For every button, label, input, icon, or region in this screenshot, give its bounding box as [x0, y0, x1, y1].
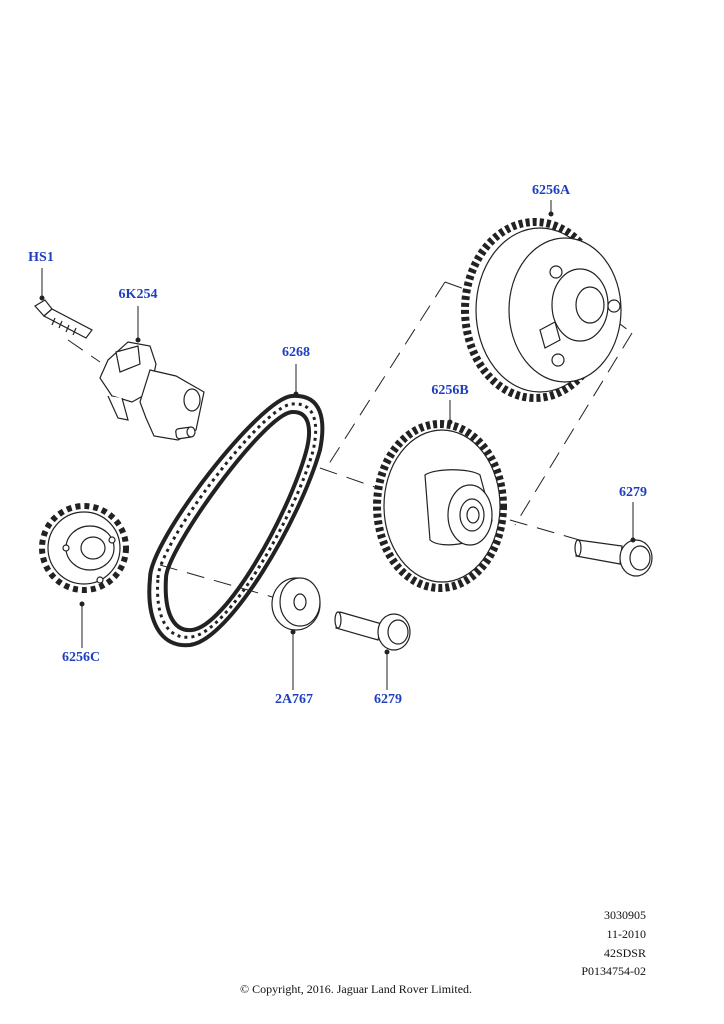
meta-line-3: 42SDSR — [603, 946, 646, 960]
callout-6256b[interactable]: 6256B — [431, 383, 469, 398]
callout-6256c[interactable]: 6256C — [61, 650, 101, 665]
callout-6279-middle[interactable]: 6279 — [374, 692, 402, 707]
meta-line-4: P0134754-02 — [581, 964, 646, 978]
timing-chain-6268 — [147, 393, 325, 648]
meta-line-2: 11-2010 — [606, 927, 646, 941]
gear-6256b — [373, 420, 507, 592]
gear-6256a — [461, 218, 622, 402]
callout-2a767[interactable]: 2A767 — [274, 692, 314, 707]
hs1-bolt — [34, 299, 93, 339]
copyright-notice: © Copyright, 2016. Jaguar Land Rover Lim… — [239, 982, 473, 996]
bolt-6279-middle — [334, 611, 411, 651]
callout-6268[interactable]: 6268 — [282, 345, 310, 360]
bolt-6279-right — [574, 539, 653, 577]
leader-lines — [41, 200, 634, 690]
meta-line-1: 3030905 — [604, 908, 646, 922]
tensioner-6k254 — [99, 341, 205, 441]
washer-2a767 — [271, 577, 321, 631]
sprocket-6256c — [39, 503, 129, 593]
callout-6k254[interactable]: 6K254 — [118, 287, 158, 302]
callout-6279-right[interactable]: 6279 — [619, 485, 647, 500]
leader-dots — [39, 211, 636, 655]
callout-hs1[interactable]: HS1 — [28, 250, 54, 265]
callout-6256a[interactable]: 6256A — [531, 183, 571, 198]
